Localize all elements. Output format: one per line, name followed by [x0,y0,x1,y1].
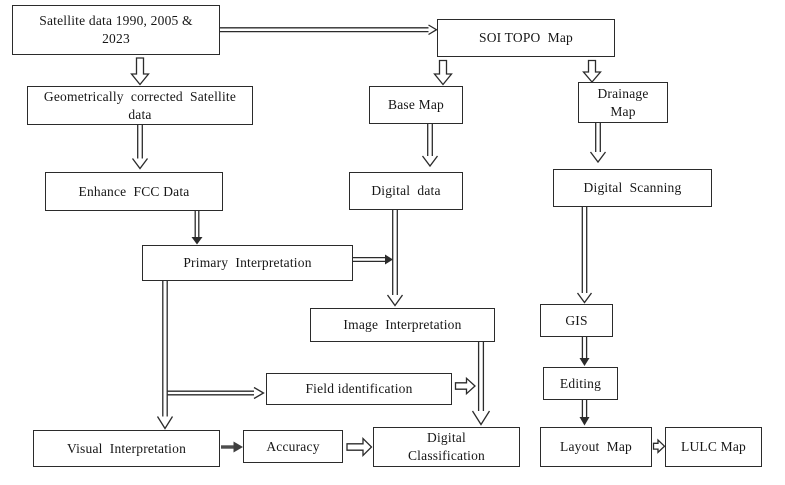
node-enhance-fcc-data: Enhance FCC Data [45,172,223,211]
node-lulc-map: LULC Map [665,427,762,467]
arrow-satellite-to-soi-topo [220,24,438,36]
node-base-map: Base Map [369,86,463,124]
node-primary-interpretation: Primary Interpretation [142,245,353,281]
arrow-digital-data-to-image-interpretation [386,210,404,307]
node-digital-scanning: Digital Scanning [553,169,712,207]
arrow-image-interpretation-to-digital-classification [471,342,491,426]
arrow-enhance-fcc-to-primary [191,211,203,245]
arrow-geo-corrected-to-enhance-fcc [131,125,149,170]
arrow-primary-to-field-identification [167,386,265,400]
node-satellite-data: Satellite data 1990, 2005 & 2023 [12,5,220,55]
arrow-soi-to-base-map [433,59,453,86]
arrow-soi-to-drainage-map [582,59,602,84]
node-drainage-map: Drainage Map [578,82,668,123]
node-soi-topo-map: SOI TOPO Map [437,19,615,57]
arrow-digital-scanning-to-gis [576,207,593,304]
arrow-field-identification-to-digital-classification [454,376,476,396]
node-visual-interpretation: Visual Interpretation [33,430,220,467]
arrow-editing-to-layout-map [579,400,590,426]
arrow-accuracy-to-digital-classification [346,437,373,457]
arrow-visual-interpretation-to-accuracy [221,441,243,453]
node-layout-map: Layout Map [540,427,652,467]
node-editing: Editing [543,367,618,400]
arrow-layout-map-to-lulc-map [652,438,666,454]
node-digital-data: Digital data [349,172,463,210]
arrow-primary-to-image-line [353,254,393,265]
node-image-interpretation: Image Interpretation [310,308,495,342]
node-geometrically-corrected: Geometrically corrected Satellite data [27,86,253,125]
node-gis: GIS [540,304,613,337]
arrow-gis-to-editing [579,337,590,366]
arrow-primary-to-visual-interpretation [156,281,174,430]
node-digital-classification: Digital Classification [373,427,520,467]
arrow-satellite-to-geo-corrected [130,57,150,86]
node-accuracy: Accuracy [243,430,343,463]
arrow-base-map-to-digital-data [421,124,439,168]
arrow-drainage-to-digital-scanning [589,123,607,164]
node-field-identification: Field identification [266,373,452,405]
